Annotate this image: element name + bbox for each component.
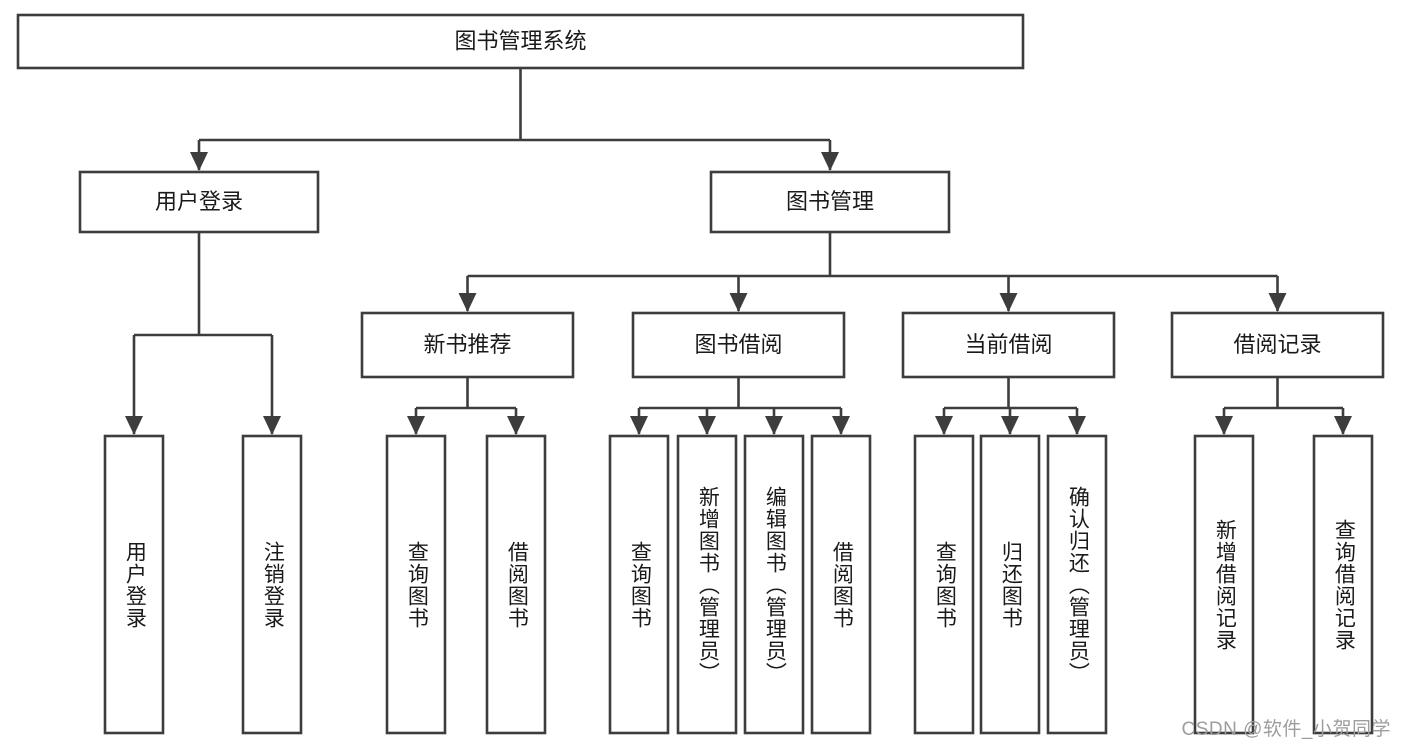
node-level2-label-1: 图书管理 — [786, 189, 874, 214]
arrow-head-current-1 — [1001, 416, 1019, 435]
node-leaf-box-8[interactable] — [913, 434, 975, 735]
arrow-head-book-mgmt-2 — [999, 293, 1018, 312]
node-level3-box-3[interactable] — [1170, 311, 1385, 379]
arrow-head-new-book-0 — [407, 416, 425, 435]
arrow-head-record-1 — [1334, 416, 1352, 435]
node-leaf-box-3[interactable] — [485, 434, 547, 735]
node-leaf-box-9[interactable] — [979, 434, 1041, 735]
arrow-head-root-1 — [821, 152, 839, 171]
node-level2-label-0: 用户登录 — [155, 189, 243, 214]
node-level2-box-0[interactable] — [78, 170, 320, 234]
arrow-head-record-0 — [1215, 416, 1233, 435]
node-leaf-box-7[interactable] — [810, 434, 872, 735]
node-root-label: 图书管理系统 — [454, 28, 586, 53]
node-level3-box-1[interactable] — [631, 311, 846, 379]
arrow-head-book-mgmt-3 — [1268, 293, 1287, 312]
arrow-head-book-mgmt-0 — [458, 293, 477, 312]
arrow-head-borrow-3 — [832, 416, 850, 435]
node-leaf-box-5[interactable] — [676, 434, 738, 735]
node-leaf-box-4[interactable] — [608, 434, 670, 735]
node-level3-label-0: 新书推荐 — [423, 332, 511, 357]
node-level3-label-2: 当前借阅 — [964, 332, 1052, 357]
node-leaf-box-10[interactable] — [1046, 434, 1108, 735]
arrow-head-current-2 — [1068, 416, 1086, 435]
node-level3-box-0[interactable] — [360, 311, 575, 379]
arrow-head-user-login-0 — [125, 416, 143, 435]
node-level3-box-2[interactable] — [901, 311, 1116, 379]
arrow-head-new-book-1 — [507, 416, 525, 435]
arrow-head-borrow-2 — [765, 416, 783, 435]
node-leaf-box-12[interactable] — [1312, 434, 1374, 735]
arrow-head-borrow-1 — [698, 416, 716, 435]
node-leaf-box-11[interactable] — [1193, 434, 1255, 735]
arrow-head-root-0 — [190, 152, 208, 171]
watermark-text: CSDN @软件_小贺同学 — [1181, 719, 1391, 740]
node-leaf-box-0[interactable] — [103, 434, 165, 735]
node-leaf-box-1[interactable] — [241, 434, 303, 735]
node-level3-label-3: 借阅记录 — [1233, 332, 1321, 357]
node-root-box[interactable] — [16, 13, 1025, 70]
node-leaf-box-6[interactable] — [743, 434, 805, 735]
edges-layer — [125, 68, 1352, 435]
node-level3-label-1: 图书借阅 — [694, 332, 782, 357]
node-level2-box-1[interactable] — [709, 170, 951, 234]
arrow-head-borrow-0 — [630, 416, 648, 435]
arrow-head-user-login-1 — [263, 416, 281, 435]
node-leaf-box-2[interactable] — [385, 434, 447, 735]
arrow-head-book-mgmt-1 — [729, 293, 748, 312]
arrow-head-current-0 — [935, 416, 953, 435]
